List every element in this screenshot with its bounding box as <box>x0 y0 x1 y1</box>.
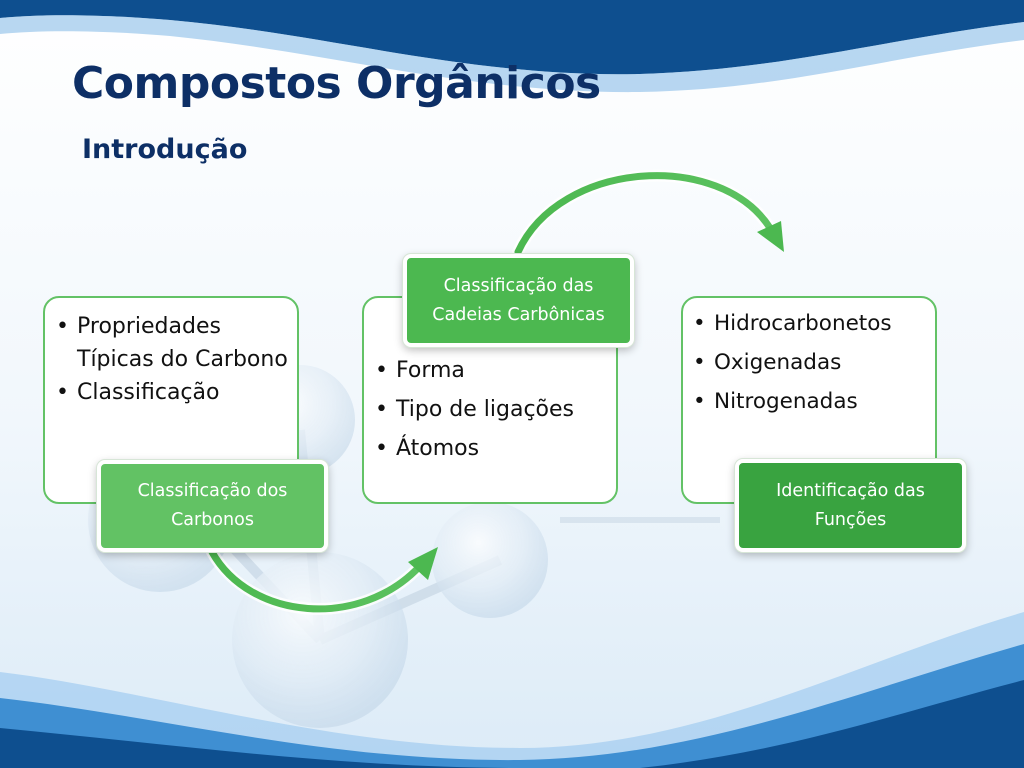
card-3-item: Oxigenadas <box>691 343 935 382</box>
bottom-wave <box>0 612 1024 768</box>
card-2-item: Tipo de ligações <box>373 390 612 429</box>
process-label-2: Classificação das Cadeias Carbônicas <box>403 254 634 347</box>
card-2-list: Forma Tipo de ligações Átomos <box>364 298 616 468</box>
card-3-item: Nitrogenadas <box>691 382 935 421</box>
card-1-item: Propriedades Típicas do Carbono <box>54 310 293 376</box>
process-label-3: Identificação das Funções <box>735 459 966 552</box>
card-3-list: Hidrocarbonetos Oxigenadas Nitrogenadas <box>683 298 935 421</box>
card-2-item: Forma <box>373 351 612 390</box>
card-1-list: Propriedades Típicas do Carbono Classifi… <box>45 298 297 409</box>
card-3-item: Hidrocarbonetos <box>691 304 935 343</box>
card-1-item: Classificação <box>54 376 293 409</box>
process-label-1: Classificação dos Carbonos <box>97 460 328 552</box>
slide-subtitle: Introdução <box>82 134 248 165</box>
slide-title: Compostos Orgânicos <box>72 58 601 109</box>
card-2-item: Átomos <box>373 429 612 468</box>
top-wave <box>0 0 1024 93</box>
